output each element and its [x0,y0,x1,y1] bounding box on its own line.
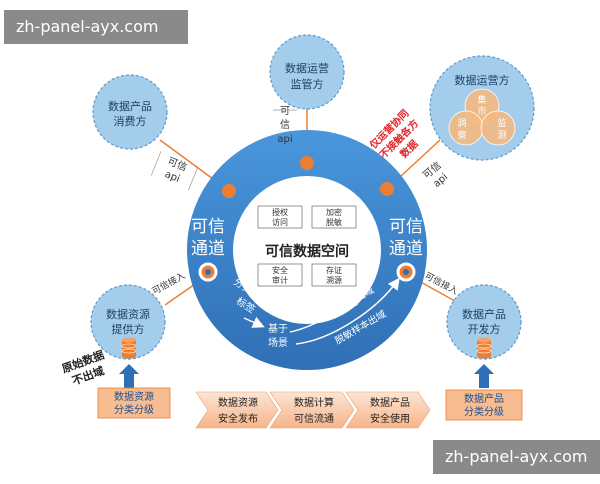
bubble-consumer-line2: 消费方 [114,114,147,128]
step-label: 数据计算 [294,396,334,409]
flow-arrow-1 [243,316,265,328]
step-compute-circulate: 数据计算 可信流通 [269,391,355,429]
left-channel-line1: 可信 [191,217,225,237]
ring-port-left-hole [205,269,211,275]
step-label: 可信流通 [294,412,334,425]
bubble-provider-line2: 提供方 [112,322,145,336]
feature-label: 脱敏 [326,217,342,227]
venn-right-char2: 测 [497,130,506,141]
left-box-line2: 分类分级 [114,403,154,416]
flow-arrow-3 [295,277,400,345]
feature-label: 加密 [326,207,342,217]
api-label-right: 可信 api [421,159,451,189]
step-product-use: 数据产品 安全使用 [345,391,431,429]
ring-node-top [300,156,314,170]
step-label: 数据资源 [218,396,258,409]
flow-label-scenario: 场景 [268,336,288,349]
venn-right-char1: 监 [497,117,506,129]
step-resource-publish: 数据资源 安全发布 [195,391,279,429]
feature-label: 访问 [272,217,288,227]
bubble-data-provider [90,284,166,360]
watermark-bottom: zh-panel-ayx.com [433,440,600,474]
left-note: 原始数据 不出域 [60,347,106,387]
right-box-line1: 数据产品 [464,392,504,405]
flow-label-based-on: 基于 [268,322,288,335]
bubble-right-title: 数据运营方 [455,73,510,87]
feature-label: 存证 [326,265,342,275]
api-label-text: api [277,134,292,145]
bubble-data-consumer [92,74,168,150]
feature-label: 溯源 [326,275,342,285]
feature-authorized-access: 授权 访问 [257,205,303,229]
step-label: 安全发布 [218,412,258,425]
feature-evidence-trace: 存证 溯源 [311,263,357,287]
step-label: 数据产品 [370,396,410,409]
database-icon [476,337,492,359]
right-box-line2: 分类分级 [464,405,504,418]
api-label-text: 可 [280,106,290,117]
feature-security-audit: 安全 审计 [257,263,303,287]
feature-encrypt-desensitize: 加密 脱敏 [311,205,357,229]
bubble-consumer-line1: 数据产品 [108,99,152,113]
right-channel-line1: 可信 [389,217,423,237]
left-channel-line2: 通道 [191,239,225,259]
flow-arrow-2 [289,294,363,333]
api-label-text: 信 [280,119,290,131]
ring-node-left [222,184,236,198]
api-label-text: api [163,169,181,185]
bubble-provider-line1: 数据资源 [106,307,150,321]
right-classification-box [445,389,523,421]
bubble-operator-line2: 监管方 [291,77,324,91]
venn-left-char1: 洞 [457,118,466,129]
step-label: 安全使用 [370,412,410,425]
feature-label: 安全 [272,265,288,275]
bubble-operator-line1: 数据运营 [285,61,329,75]
venn-top-char2: 市 [477,105,486,117]
api-label-left: 可信 api [150,151,199,191]
venn-right-circle [480,110,516,146]
arrow-up-right [474,364,494,388]
database-icon [121,337,137,359]
ring-port-right-hole [403,269,409,275]
right-channel-line2: 通道 [389,239,423,259]
feature-label: 授权 [272,207,288,217]
arrow-up-left [119,364,139,388]
bubble-developer-line1: 数据产品 [462,307,506,321]
left-box-line1: 数据资源 [114,390,154,403]
bubble-developer-line2: 开发方 [468,322,501,336]
center-title: 可信数据空间 [265,243,349,260]
left-classification-box [97,387,171,419]
watermark-top: zh-panel-ayx.com [4,10,188,44]
api-label-top: 可 信 api [273,106,297,145]
venn-top-char1: 集 [477,94,486,106]
ring-node-right [380,182,394,196]
bubble-data-regulator [269,34,345,110]
venn-left-char2: 察 [457,129,466,141]
bubble-data-developer [446,284,522,360]
feature-label: 审计 [272,275,288,285]
